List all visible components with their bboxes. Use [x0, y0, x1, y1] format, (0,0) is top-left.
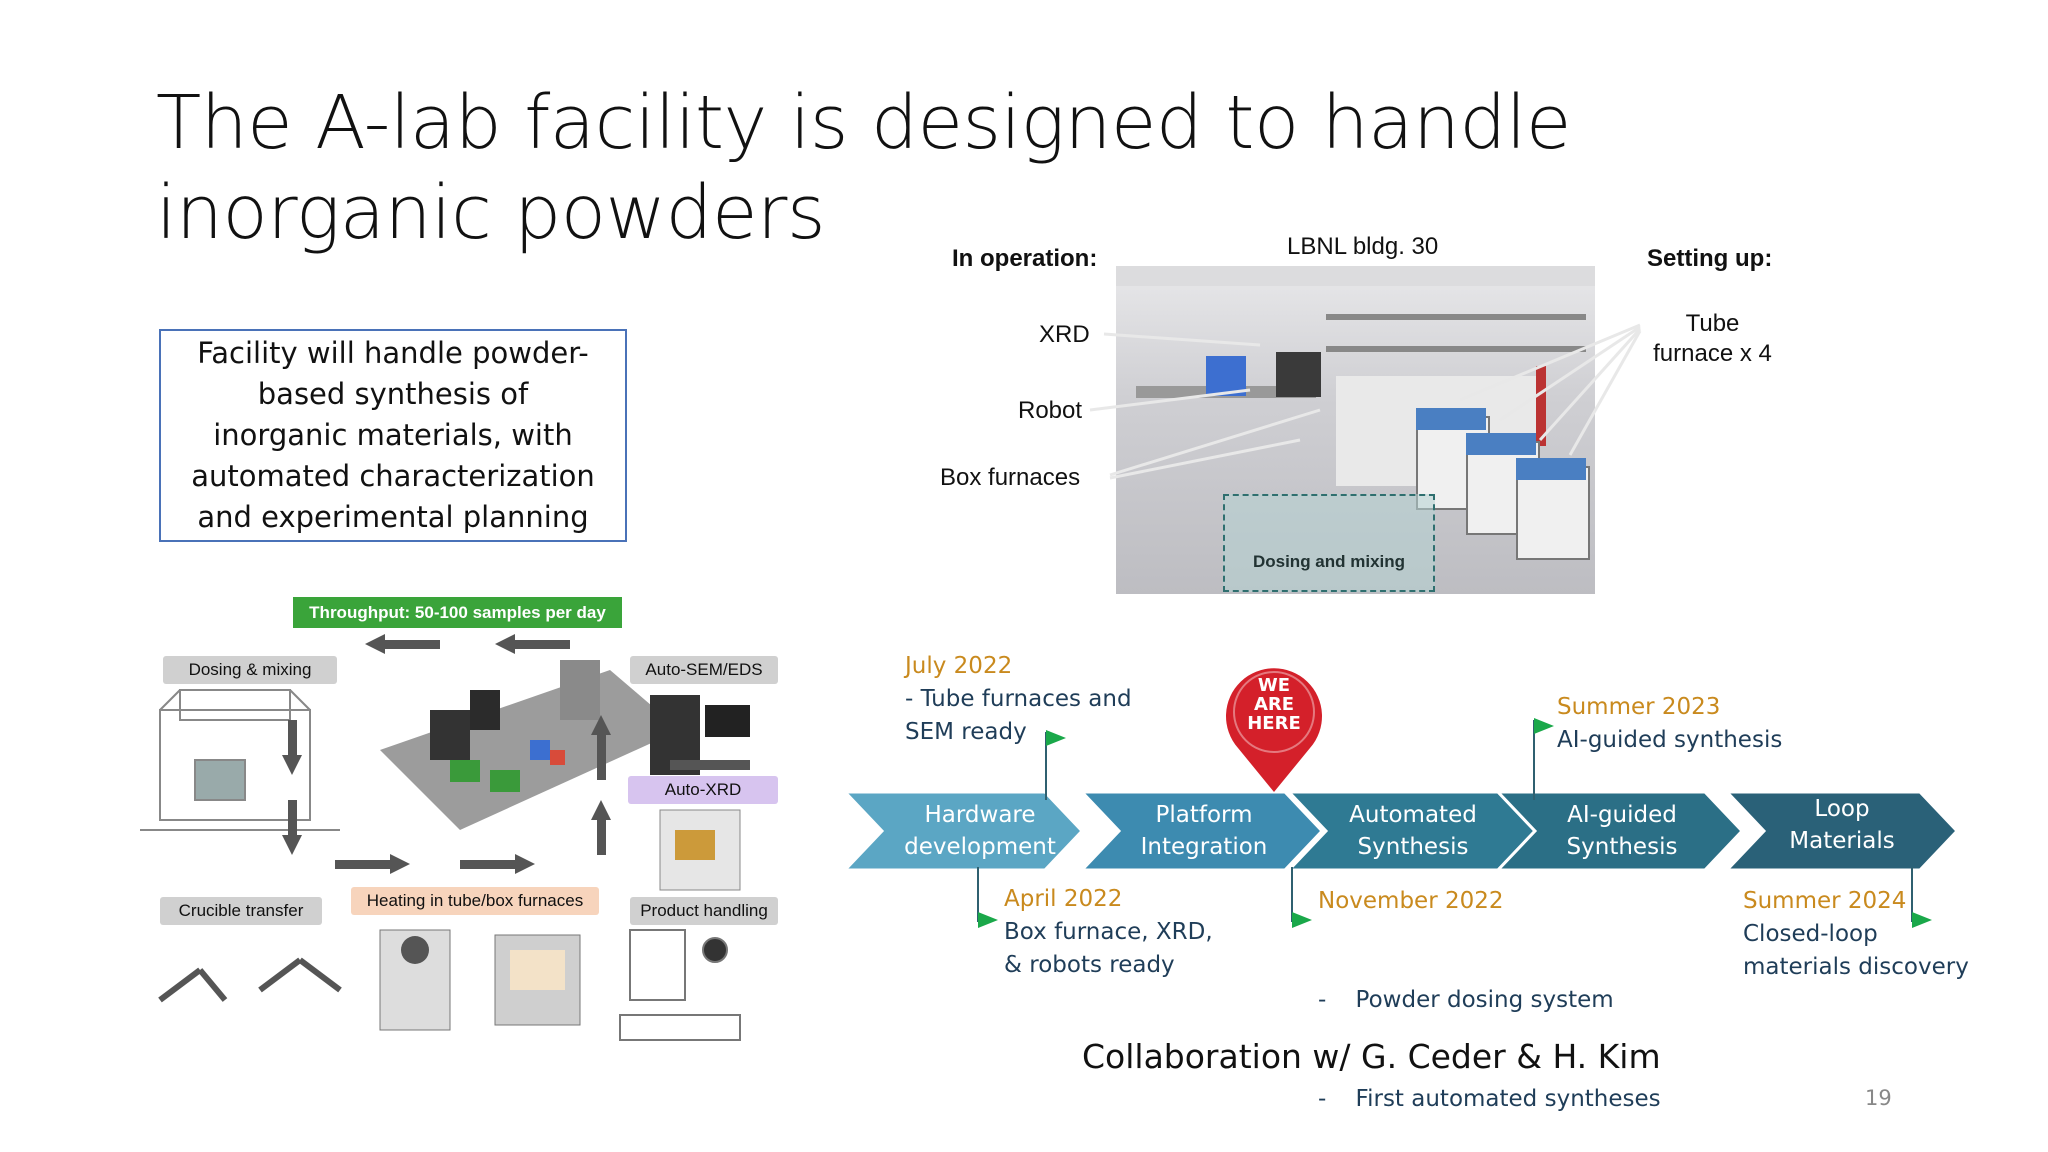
milestone-july2022-line1: - Tube furnaces and [905, 686, 1132, 712]
milestone-april2022-line1: Box furnace, XRD, [1004, 919, 1213, 945]
tube-furnace-pointer-3 [1538, 327, 1642, 442]
dosing-mixing-area: Dosing and mixing [1223, 494, 1435, 592]
product-handling-image [619, 929, 741, 1041]
stage-closed-loop-label: Closed Loop Materials [1742, 767, 1942, 867]
xrd-pointer [1103, 332, 1261, 347]
summary-text: Facility will handle powder-based synthe… [191, 336, 595, 534]
robot-pointer [1089, 388, 1251, 412]
slide-title: The A-lab facility is designed to handle… [156, 80, 1571, 256]
tube-furnace-label: Tube furnace x 4 [1645, 309, 1780, 369]
flag-nov2022 [1292, 912, 1312, 928]
setting-up-heading: Setting up: [1647, 245, 1773, 272]
workflow-arrows [282, 634, 611, 874]
xrd-label: XRD [1039, 321, 1090, 348]
milestone-july2022-line2: SEM ready [905, 719, 1027, 745]
stage-automated-line2: Synthesis [1357, 834, 1469, 860]
badge-line1: WE [1257, 675, 1291, 696]
in-operation-heading: In operation: [952, 245, 1098, 272]
milestone-summer2024-date: Summer 2024 [1743, 888, 1907, 914]
dosing-tag: Dosing & mixing [163, 656, 337, 684]
stage-ai-chevron [1494, 790, 1745, 872]
stage-automated-label: Automated Synthesis [1313, 799, 1513, 863]
milestone-summer2023-text: AI-guided synthesis [1557, 724, 1782, 757]
milestone-nov2022-text: - Powder dosing system - First automated… [1318, 918, 1661, 1149]
stage-ai-label: AI-guided Synthesis [1522, 799, 1722, 863]
xrd-instrument-image [659, 809, 741, 891]
workflow-diagram [140, 634, 750, 1041]
stage-closed-loop-line2: Materials [1789, 828, 1895, 854]
robot-label: Robot [1018, 397, 1083, 424]
stage-hardware-line1: Hardware [924, 802, 1036, 828]
tube-furnace-line2: furnace x 4 [1653, 340, 1772, 367]
flag-summer2023 [1534, 718, 1554, 734]
flag-july2022 [1046, 730, 1066, 746]
milestone-nov2022-line1: - Powder dosing system [1318, 987, 1614, 1013]
flag-summer2024 [1912, 912, 1932, 928]
stage-platform-chevron [1078, 790, 1325, 872]
box-furnace-pointer-1 [1109, 408, 1321, 477]
throughput-banner: Throughput: 50-100 samples per day [293, 597, 622, 628]
heating-tag: Heating in tube/box furnaces [351, 887, 599, 915]
sem-tag: Auto-SEM/EDS [630, 656, 778, 684]
tube-furnace-line1: Tube [1685, 310, 1740, 337]
milestone-summer2024-line2: materials discovery [1743, 954, 1969, 980]
box-furnaces-label: Box furnaces [940, 464, 1081, 491]
stage-ai-line2: Synthesis [1566, 834, 1678, 860]
tube-furnace-pointer-2 [1499, 325, 1641, 422]
we-are-here-pin [1226, 668, 1322, 792]
stage-ai-line1: AI-guided [1567, 802, 1677, 828]
stage-platform-label: Platform Integration [1104, 799, 1304, 863]
milestone-summer2023-date: Summer 2023 [1557, 694, 1721, 720]
badge-line2: ARE [1253, 694, 1295, 715]
stage-closed-loop-chevron [1723, 790, 1960, 872]
product-tag: Product handling [630, 897, 778, 925]
building-label: LBNL bldg. 30 [1287, 233, 1439, 260]
milestone-summer2024-text: Closed-loop materials discovery [1743, 918, 1969, 984]
robot-arm-image [158, 957, 342, 1003]
tube-furnace-pointer-1 [1459, 323, 1641, 402]
stage-hardware-label: Hardware development [880, 799, 1080, 863]
sem-instrument-image [650, 695, 750, 775]
milestone-july2022-text: - Tube furnaces and SEM ready [905, 683, 1132, 749]
stage-hardware-line2: development [904, 834, 1056, 860]
milestone-july2022-date: July 2022 [905, 653, 1013, 679]
milestone-summer2023-line1: AI-guided synthesis [1557, 727, 1783, 753]
milestone-april2022-date: April 2022 [1004, 886, 1123, 912]
page-number: 19 [1865, 1086, 1892, 1110]
stage-closed-loop-line0: Closed [1803, 767, 1881, 790]
milestone-nov2022-line2: - First automated syntheses [1318, 1086, 1661, 1112]
tube-furnace-image [379, 929, 451, 1031]
dosing-rig-image [140, 689, 340, 831]
stage-platform-line1: Platform [1155, 802, 1253, 828]
milestone-april2022-text: Box furnace, XRD, & robots ready [1004, 916, 1213, 982]
xrd-tag: Auto-XRD [628, 776, 778, 804]
lab-bench-image [380, 660, 680, 830]
milestone-april2022-line2: & robots ready [1004, 952, 1175, 978]
box-furnace-pointer-2 [1109, 438, 1301, 480]
milestone-summer2024-line1: Closed-loop [1743, 921, 1878, 947]
stage-automated-line1: Automated [1349, 802, 1477, 828]
collaboration-text: Collaboration w/ G. Ceder & H. Kim [1082, 1037, 1661, 1076]
milestone-nov2022-date: November 2022 [1318, 888, 1504, 914]
stage-platform-line2: Integration [1140, 834, 1268, 860]
we-are-here-badge: WE ARE HERE [1234, 676, 1314, 733]
dosing-label: Dosing and mixing [1252, 552, 1406, 571]
tube-furnace-pointer-4 [1568, 330, 1642, 456]
stage-closed-loop-line1: Loop [1814, 796, 1870, 822]
summary-box: Facility will handle powder-based synthe… [159, 329, 627, 542]
flag-april2022 [978, 912, 998, 928]
box-furnace-image [494, 934, 581, 1026]
badge-line3: HERE [1247, 713, 1301, 734]
crucible-tag: Crucible transfer [160, 897, 322, 925]
